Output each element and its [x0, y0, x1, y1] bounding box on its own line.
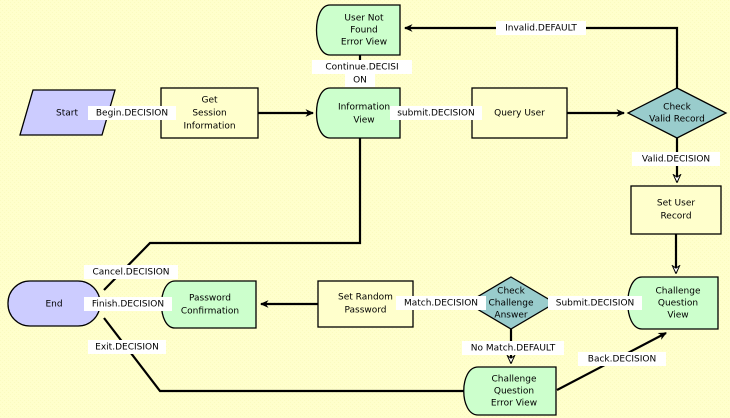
node-challenge-question-view[interactable]: Challenge Question View [627, 276, 719, 330]
node-user-not-found-error-view-label-2: Found [350, 26, 377, 36]
edge-label-continue-text-1: Continue.DECISI [325, 63, 398, 73]
edge-label-exit-text: Exit.DECISION [95, 343, 159, 353]
edge-label-finish-text: Finish.DECISION [92, 300, 164, 310]
node-start-label: Start [56, 109, 78, 119]
node-check-challenge-answer-label-2: Challenge [489, 299, 534, 309]
node-set-random-password-label-2: Password [344, 306, 386, 316]
edge-label-continue: Continue.DECISI ON [312, 60, 412, 87]
node-check-valid-record[interactable]: Check Valid Record [626, 87, 728, 139]
node-check-valid-record-label-1: Check [663, 103, 691, 113]
node-get-session-information[interactable]: Get Session Information [160, 87, 259, 139]
edge-label-match-text: Match.DECISION [404, 299, 478, 309]
node-password-confirmation-label-1: Password [189, 294, 231, 304]
edge-label-submit-1-text: submit.DECISION [397, 109, 475, 119]
node-challenge-question-error-view-label-2: Question [494, 387, 534, 397]
edge-label-exit: Exit.DECISION [88, 340, 166, 354]
node-get-session-information-label-1: Get [201, 96, 218, 106]
node-user-not-found-error-view[interactable]: User Not Found Error View [315, 4, 401, 56]
edge-label-back-text: Back.DECISION [588, 355, 656, 365]
edge-label-begin: Begin.DECISION [88, 106, 176, 120]
edge-label-begin-text: Begin.DECISION [96, 109, 168, 119]
edge-label-match: Match.DECISION [396, 296, 486, 310]
node-set-user-record-label-1: Set User [657, 199, 695, 209]
node-get-session-information-label-2: Session [192, 109, 226, 119]
edge-label-cancel: Cancel.DECISION [84, 265, 178, 279]
edge-label-no-match: No Match.DEFAULT [462, 341, 564, 355]
node-challenge-question-view-label-2: Question [658, 299, 698, 309]
node-check-challenge-answer[interactable]: Check Challenge Answer [465, 276, 557, 330]
node-set-user-record[interactable]: Set User Record [630, 185, 722, 235]
node-user-not-found-error-view-label-1: User Not [344, 14, 384, 24]
edge-label-continue-text-2: ON [353, 76, 367, 86]
node-challenge-question-view-label-1: Challenge [656, 287, 701, 297]
node-information-view[interactable]: Information View [315, 87, 401, 139]
node-user-not-found-error-view-label-3: Error View [341, 38, 387, 48]
node-set-random-password-label-1: Set Random [338, 293, 393, 303]
node-get-session-information-label-3: Information [183, 122, 235, 132]
edge-label-cancel-text: Cancel.DECISION [92, 268, 169, 278]
node-password-confirmation-label-2: Confirmation [181, 307, 239, 317]
node-check-challenge-answer-label-3: Answer [494, 311, 527, 321]
edge-label-no-match-text: No Match.DEFAULT [471, 344, 556, 354]
edge-label-valid-text: Valid.DECISION [642, 155, 710, 165]
node-set-user-record-label-2: Record [660, 212, 691, 222]
edge-label-back: Back.DECISION [578, 352, 666, 366]
node-information-view-label-1: Information [338, 103, 390, 113]
edge-invalid [404, 24, 679, 88]
node-password-confirmation[interactable]: Password Confirmation [160, 280, 257, 329]
node-challenge-question-error-view[interactable]: Challenge Question Error View [463, 366, 557, 416]
edge-label-invalid-text: Invalid.DEFAULT [505, 24, 577, 34]
node-query-user-label: Query User [494, 109, 545, 119]
node-check-challenge-answer-label-1: Check [497, 287, 525, 297]
edge-label-submit-2: Submit.DECISION [548, 296, 642, 310]
edge-label-valid: Valid.DECISION [632, 152, 720, 166]
node-check-valid-record-label-2: Valid Record [649, 115, 705, 125]
edge-label-submit-2-text: Submit.DECISION [556, 299, 635, 309]
node-challenge-question-view-label-3: View [667, 311, 688, 321]
edge-label-submit-1: submit.DECISION [390, 106, 482, 120]
node-start[interactable]: Start [19, 89, 116, 136]
node-challenge-question-error-view-label-3: Error View [491, 399, 537, 409]
edge-label-invalid: Invalid.DEFAULT [496, 21, 586, 35]
node-information-view-label-2: View [353, 116, 374, 126]
edge-label-finish: Finish.DECISION [84, 297, 172, 311]
node-end-label: End [45, 300, 62, 310]
node-challenge-question-error-view-label-1: Challenge [492, 375, 537, 385]
node-query-user[interactable]: Query User [471, 87, 568, 139]
